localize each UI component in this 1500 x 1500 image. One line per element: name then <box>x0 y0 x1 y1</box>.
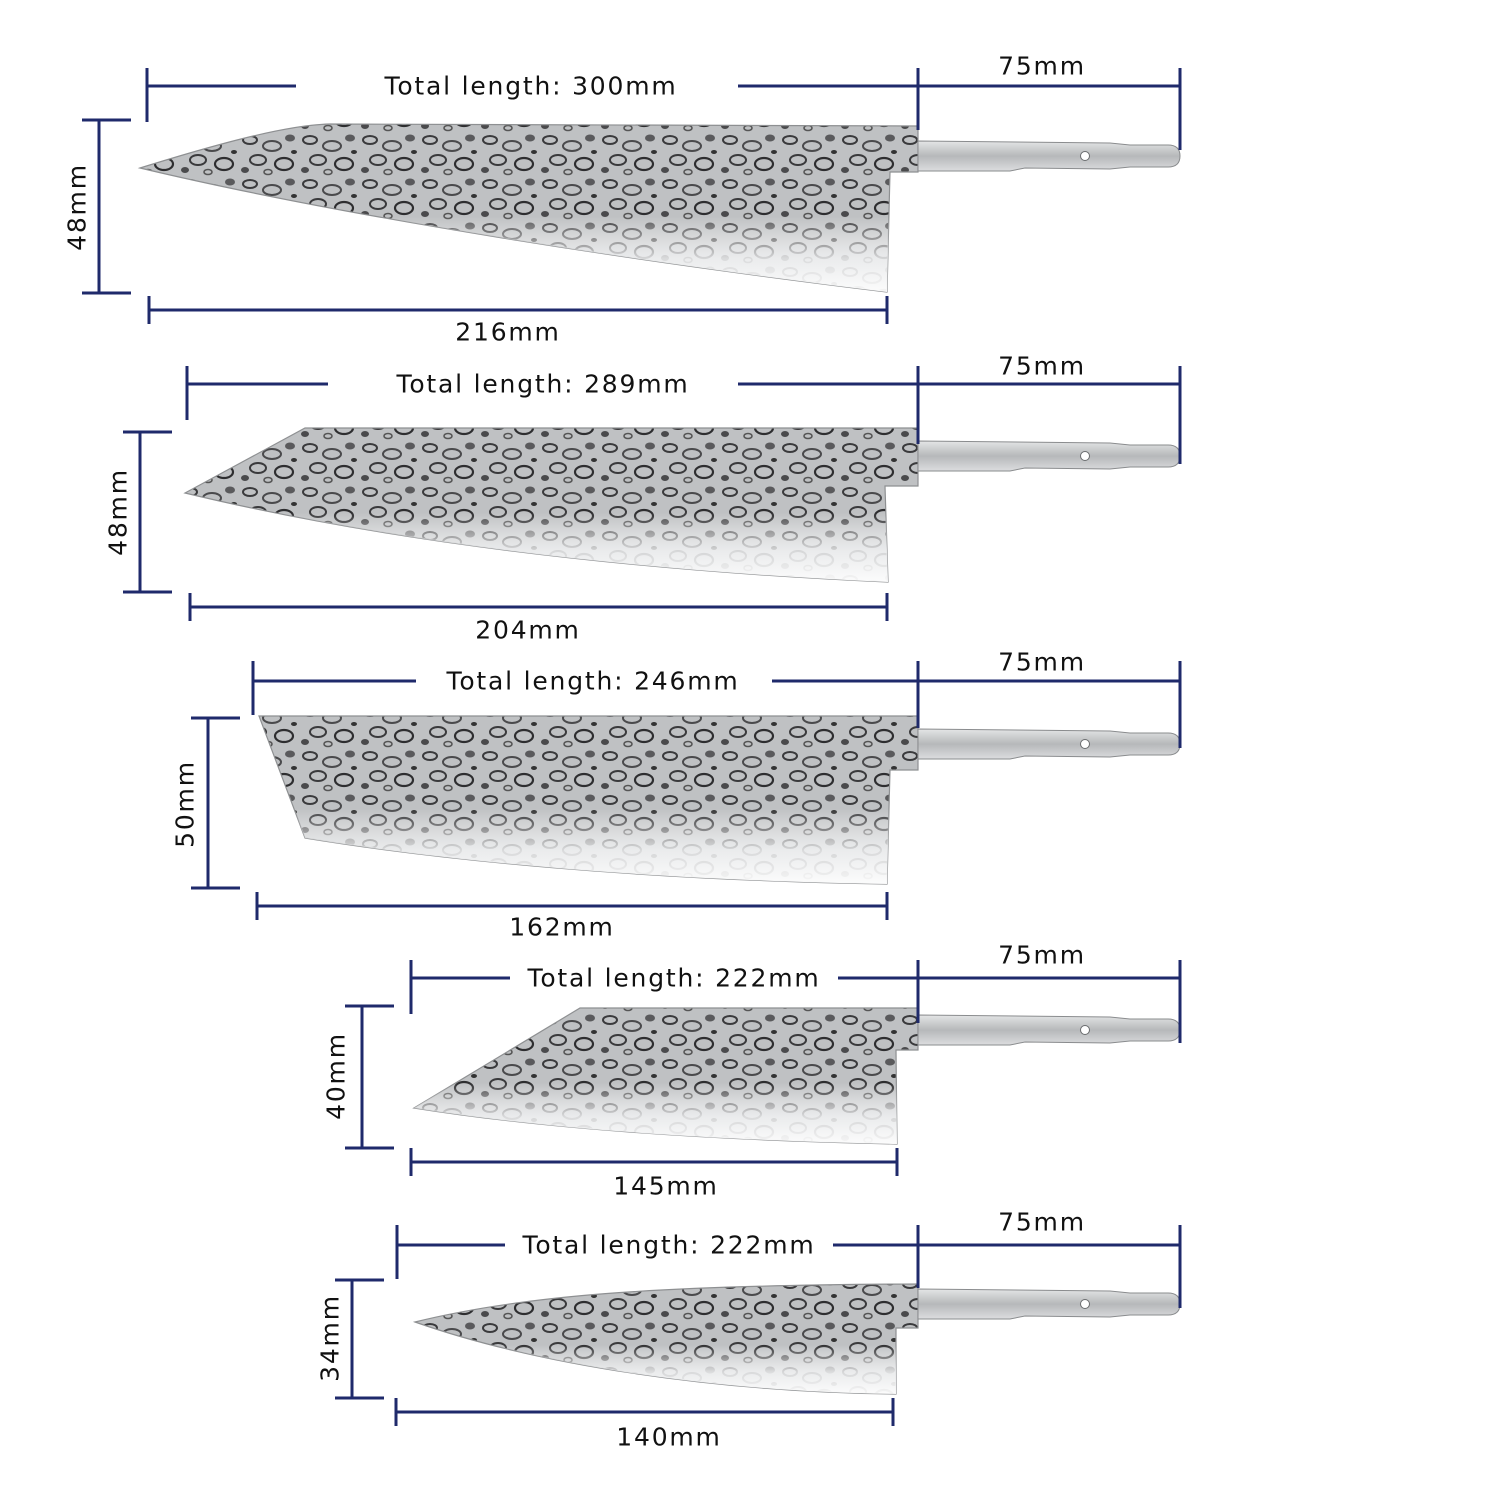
knife-2-blade-edge-shine <box>185 428 918 582</box>
knife-3-tang-pin-hole <box>1080 739 1090 749</box>
knife-4-edge-length-label: 145mm <box>613 1171 719 1201</box>
knife-5-edge-length-label: 140mm <box>616 1422 722 1452</box>
knife-5-tang-length-label: 75mm <box>998 1207 1086 1237</box>
knife-4 <box>345 960 1182 1176</box>
knife-1-total-length-label: Total length: 300mm <box>384 71 678 101</box>
knife-3-blade-height-label: 50mm <box>170 760 200 848</box>
knife-5-total-length-label: Total length: 222mm <box>522 1230 816 1260</box>
knife-1 <box>82 68 1182 324</box>
knife-2 <box>123 366 1182 621</box>
knife-3-total-length-label: Total length: 246mm <box>446 666 740 696</box>
knife-3-blade-edge-shine <box>259 716 918 884</box>
knife-5-blade-height-label: 34mm <box>315 1294 345 1382</box>
knife-2-total-length-label: Total length: 289mm <box>396 369 690 399</box>
knife-4-blade-height-label: 40mm <box>321 1032 351 1120</box>
knife-3-tang <box>917 728 1181 760</box>
knife-2-edge-length-label: 204mm <box>475 615 581 645</box>
knife-2-tang <box>917 440 1181 472</box>
knife-4-tang <box>917 1014 1181 1046</box>
knife-1-blade-edge-shine <box>140 124 918 292</box>
knife-1-edge-length-label: 216mm <box>455 317 561 347</box>
knife-5-tang-pin-hole <box>1080 1299 1090 1309</box>
knife-2-blade-height-label: 48mm <box>103 468 133 556</box>
knife-1-tang-pin-hole <box>1080 151 1090 161</box>
knife-3 <box>191 661 1182 920</box>
knife-3-edge-length-label: 162mm <box>509 912 615 942</box>
knife-3-tang-length-label: 75mm <box>998 647 1086 677</box>
knife-4-tang-length-label: 75mm <box>998 940 1086 970</box>
knife-4-tang-pin-hole <box>1080 1025 1090 1035</box>
knife-4-blade-edge-shine <box>414 1008 918 1144</box>
knife-2-tang-pin-hole <box>1080 451 1090 461</box>
knife-1-blade-height-label: 48mm <box>62 163 92 251</box>
knife-1-tang-length-label: 75mm <box>998 51 1086 81</box>
knife-5 <box>335 1225 1182 1426</box>
knife-1-tang <box>917 140 1181 172</box>
knife-5-tang <box>917 1288 1181 1320</box>
knife-2-tang-length-label: 75mm <box>998 351 1086 381</box>
knife-4-total-length-label: Total length: 222mm <box>527 963 821 993</box>
knife-5-blade-edge-shine <box>415 1284 918 1394</box>
